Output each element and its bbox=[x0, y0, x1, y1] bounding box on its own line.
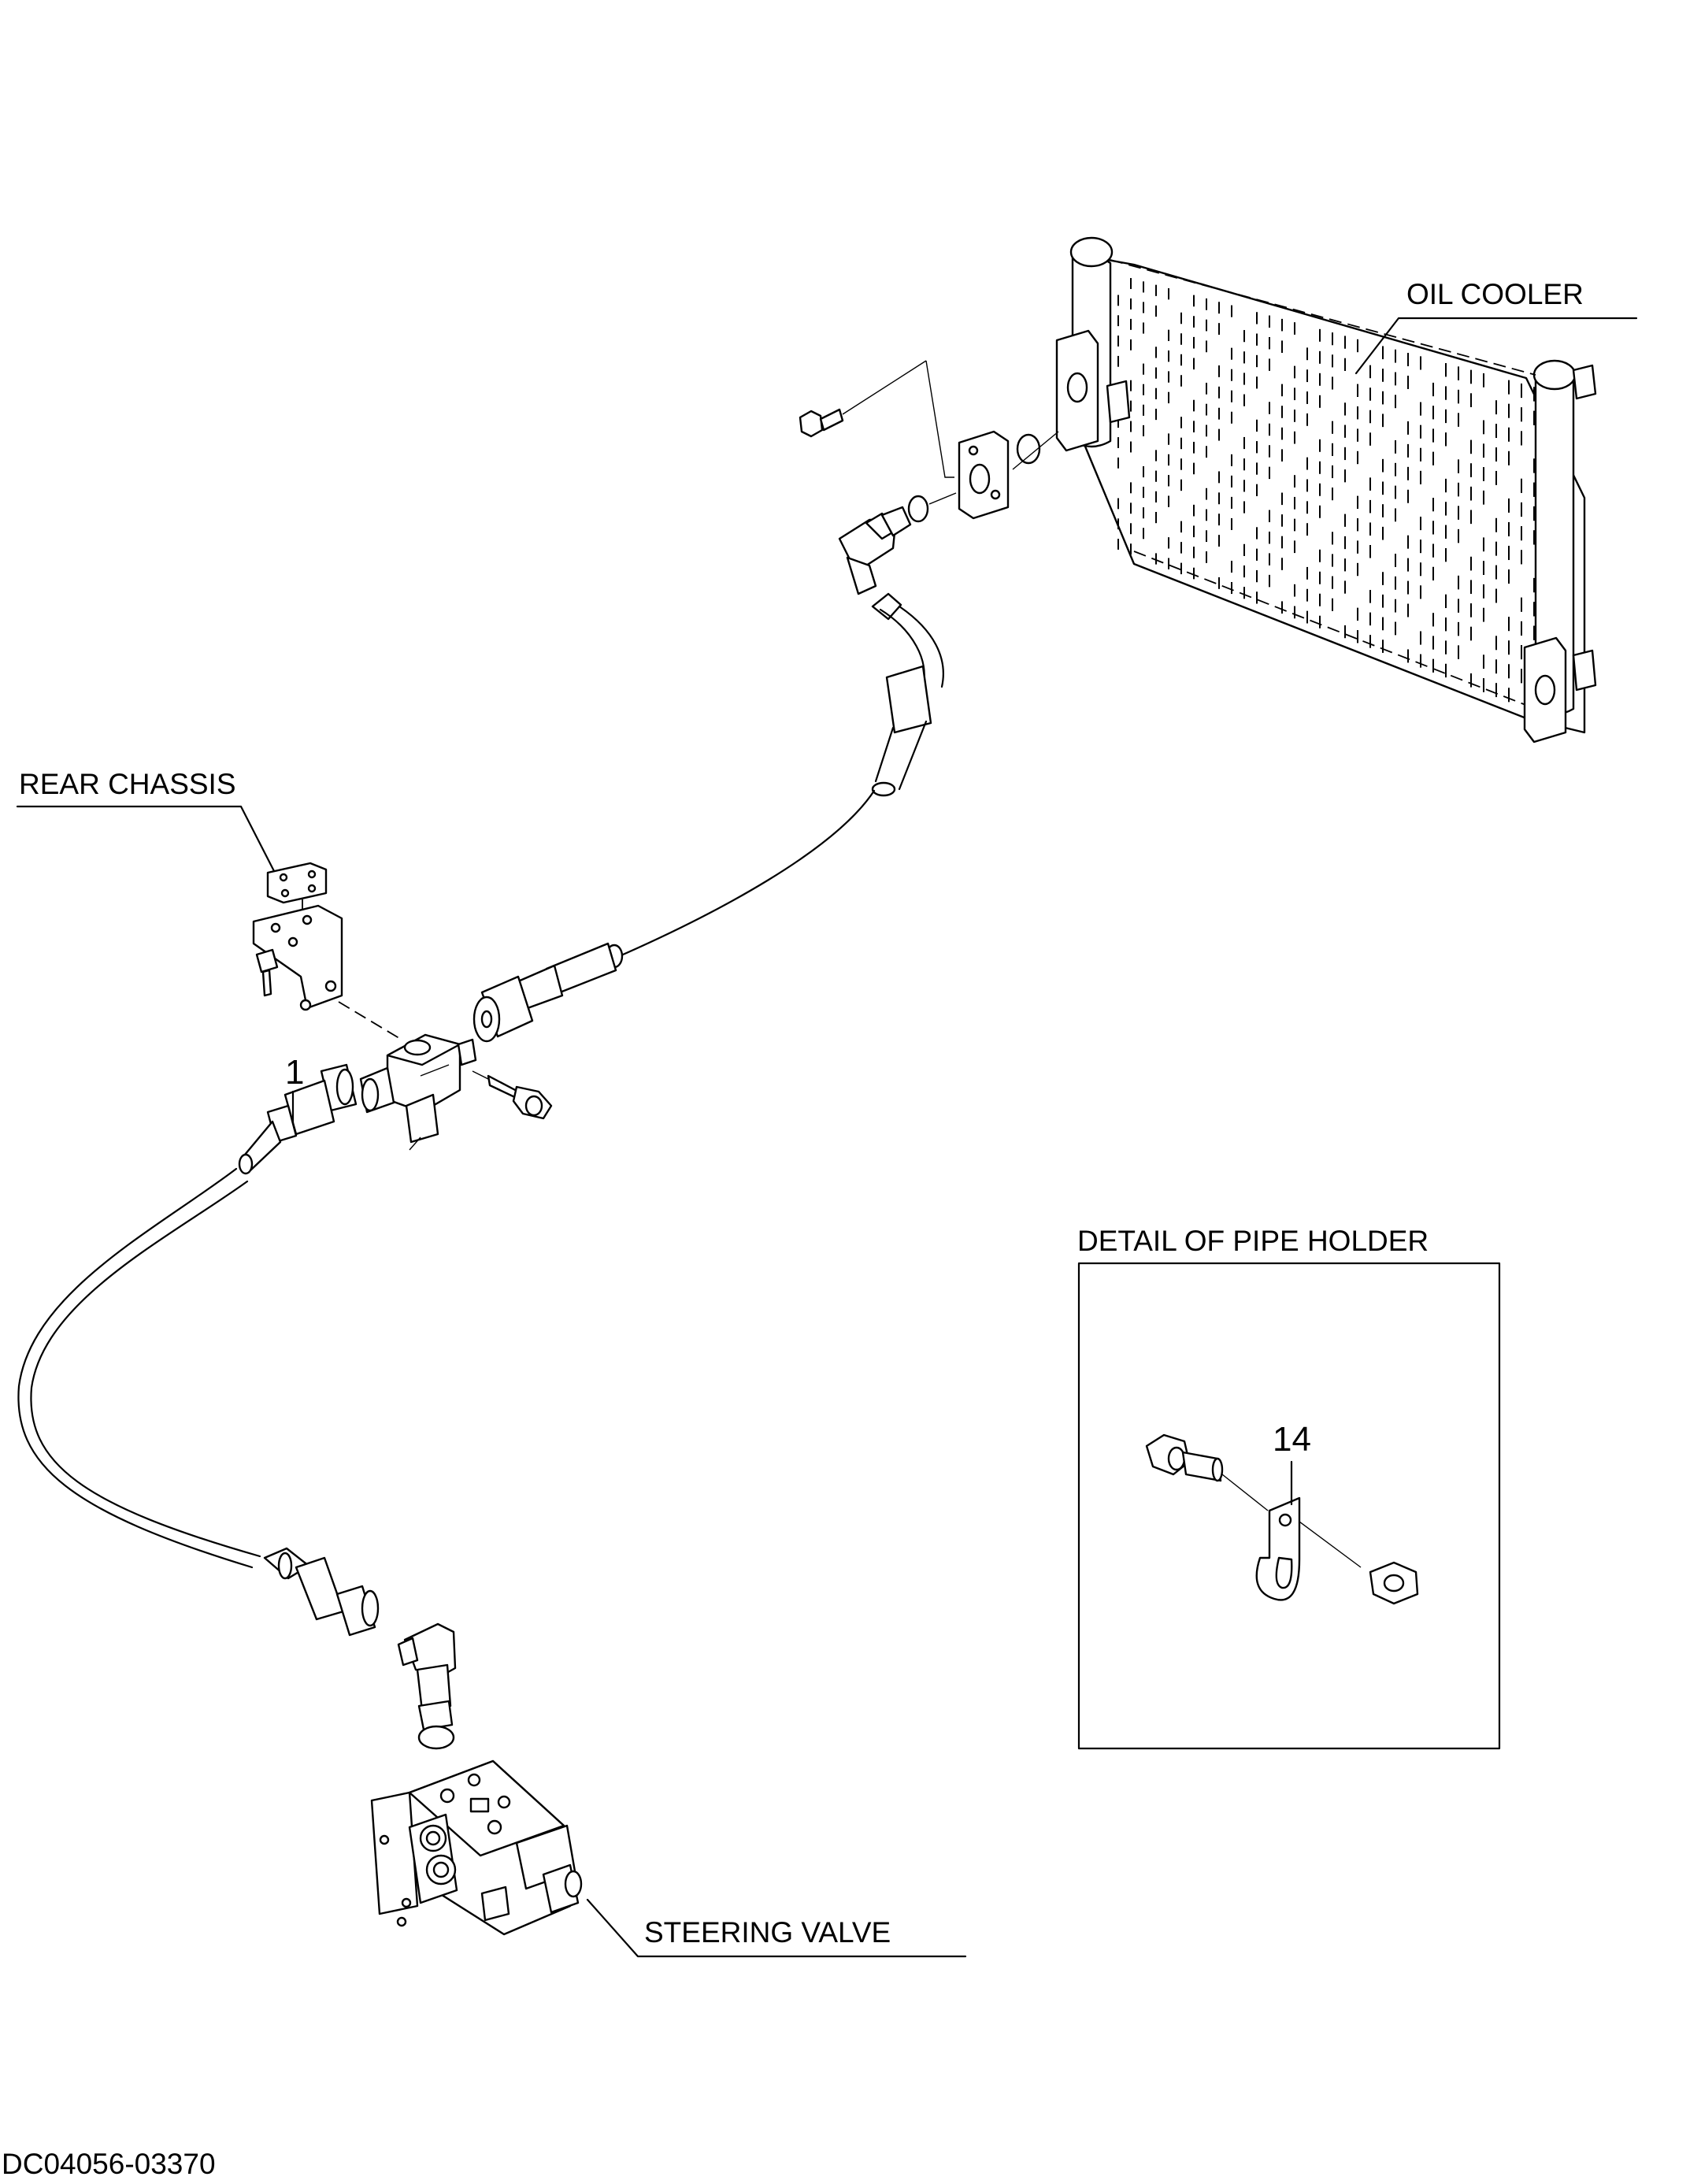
detail-pipe-holder-label: DETAIL OF PIPE HOLDER bbox=[1077, 1225, 1429, 1257]
steering-valve bbox=[370, 1759, 583, 1936]
oil-cooler bbox=[1055, 236, 1597, 743]
upper-hose bbox=[472, 592, 944, 1043]
oil-cooler-label: OIL COOLER bbox=[1406, 278, 1584, 310]
tee-block bbox=[359, 1033, 553, 1144]
drawing-number: DC04056-03370 bbox=[2, 2148, 216, 2180]
callout-pipe: 1 bbox=[285, 1053, 304, 1092]
cooler-flange-fittings bbox=[799, 360, 1059, 595]
oil-cooler-leader bbox=[1354, 317, 1638, 375]
main-pipe bbox=[17, 1063, 421, 1637]
pipe-holder-assembly bbox=[1145, 1433, 1419, 1605]
detail-pipe-holder-box bbox=[1077, 1262, 1501, 1750]
rear-chassis-bracket bbox=[252, 862, 402, 1040]
callout-pipe-clamp: 14 bbox=[1273, 1420, 1311, 1459]
steering-valve-leader bbox=[586, 1898, 967, 1958]
rear-chassis-label: REAR CHASSIS bbox=[19, 768, 236, 800]
steering-valve-label: STEERING VALVE bbox=[644, 1916, 891, 1949]
cooler-fins bbox=[1117, 278, 1535, 712]
valve-elbow-fitting bbox=[397, 1622, 457, 1750]
rear-chassis-leader bbox=[16, 805, 276, 873]
